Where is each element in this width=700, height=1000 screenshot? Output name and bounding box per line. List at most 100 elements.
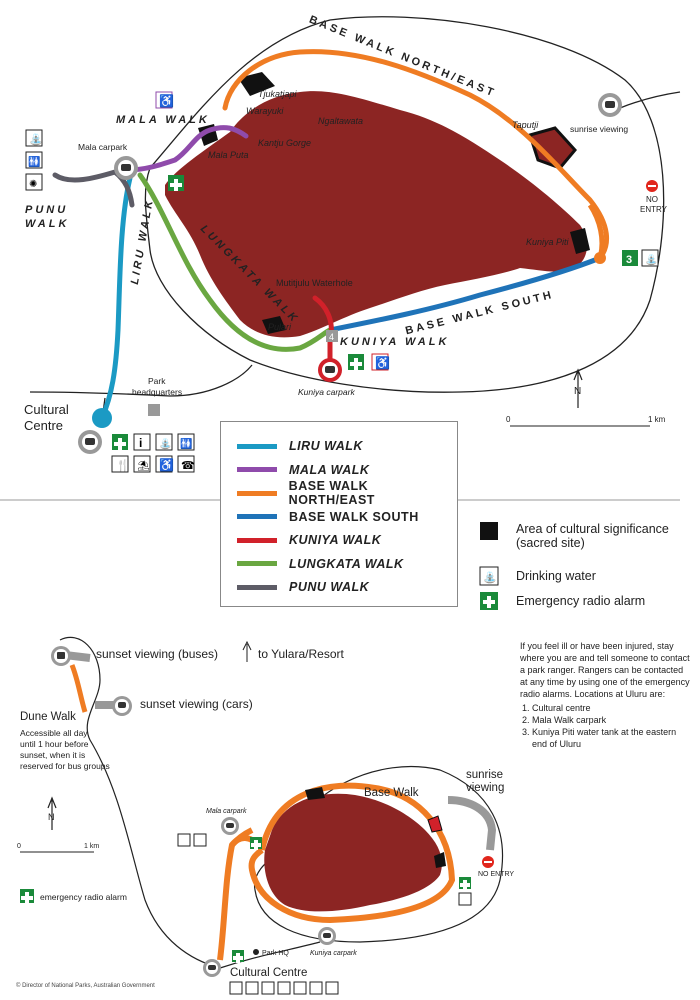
copyright: © Director of National Parks, Australian… [16,983,155,989]
legend-item: LUNGKATA WALK [237,554,404,574]
legend-label: LIRU WALK [289,439,363,453]
dune-walk-label: Dune Walk [20,711,76,723]
no-entry-icon [646,180,658,192]
car-icon [318,927,336,945]
sacred-site-3 [262,316,286,334]
sunrise-bottom-2: viewing [466,782,504,794]
emergency-info: If you feel ill or have been injured, st… [520,640,690,750]
drinking-water-icon [458,892,472,906]
kuniya-carpark-bottom: Kuniya carpark [310,950,357,957]
legend-item: LIRU WALK [237,436,363,456]
svg-text:⛲: ⛲ [483,571,497,584]
svg-text:🚻: 🚻 [28,155,40,168]
lungkata-walk-path [137,172,333,352]
svg-text:♿: ♿ [159,458,174,472]
park-hq-bottom: Park HQ [262,950,289,957]
park-hq-dot [253,949,259,955]
legend-swatch [237,490,277,496]
alarm-icon [232,950,244,963]
legend-label: BASE WALK NORTH/EAST [288,479,375,507]
svg-text:4: 4 [329,332,334,342]
scale-one: 1 km [648,415,666,424]
warayuki-label: Warayuki [246,106,284,116]
svg-text:♿: ♿ [159,94,174,108]
north-bottom-label: N [48,812,55,822]
svg-text:🍴: 🍴 [116,459,130,472]
park-hq-label-2: headquarters [132,387,182,397]
mala-walk-label: MALA WALK [116,114,210,126]
car-icon [318,358,342,382]
sacred-bottom-1 [305,787,325,800]
dune-walk-path [69,664,88,713]
sunrise-label: sunrise viewing [570,124,628,134]
svg-text:⛱: ⛱ [137,460,150,472]
alarm-icon [480,592,498,610]
marker-4-icon: 4 [326,330,338,342]
kuniya-walk-label: KUNIYA WALK [340,336,449,348]
uluru-rock [165,91,587,338]
svg-text:☎: ☎ [181,460,195,472]
mala-carpark-bottom: Mala carpark [206,808,247,815]
kuniya-carpark-label: Kuniya carpark [298,387,355,397]
scale-bottom-one: 1 km [84,843,99,850]
mala-walk-path [125,125,249,173]
svg-text:3: 3 [626,254,632,266]
north-arrow-icon [573,368,583,408]
sunrise-bottom-1: sunrise [466,769,503,781]
sacred-bottom-2 [427,815,443,833]
sunset-buses-label: sunset viewing (buses) [96,647,218,661]
alarm-locations: Cultural centre Mala Walk carpark Kuniya… [520,702,690,750]
toilets-icon: 🚻 [177,433,195,451]
mala-carpark-label: Mala carpark [78,142,128,152]
drinking-water-icon: ⛲ [479,566,499,586]
liru-walk-path [99,175,133,421]
liru-walk-label: LIRU WALK [129,197,156,286]
kuniya-piti-dot [594,252,606,264]
svg-text:♿: ♿ [375,356,390,370]
no-entry-bottom: NO ENTRY [478,871,514,878]
legend-label: MALA WALK [289,462,370,477]
sacred-site-swatch [480,522,498,540]
car-icon [203,959,221,977]
svg-text:i: i [139,436,142,450]
dune-note-2: until 1 hour before [20,739,89,749]
no-entry-icon [482,856,494,868]
svg-text:⛲: ⛲ [645,253,657,266]
svg-text:⛲: ⛲ [29,133,43,146]
legend-swatch [237,537,277,543]
dune-note-4: reserved for bus groups [20,761,110,771]
drinking-water-icon: ⛲ [641,249,659,267]
car-icon [598,93,622,117]
base-walk-south-path [327,255,603,333]
picnic-icon: ⛱ [133,455,151,473]
sacred-site-key: Area of cultural significance (sacred si… [516,522,669,550]
punu-walk-label-2: WALK [25,218,69,230]
ring-road [144,16,665,393]
punu-walk-label-1: PUNU [25,204,68,216]
sunrise-road [447,796,497,851]
north-label: N [574,386,581,397]
legend-swatch [237,514,277,519]
base-walk-bottom-label: Base Walk [364,787,419,799]
sacred-site-4 [570,228,590,254]
legend-item: BASE WALK SOUTH [237,507,419,527]
alarm-key: Emergency radio alarm [516,594,646,608]
mutitjulu-label: Mutitjulu Waterhole [276,278,353,288]
sacred-bottom-3 [434,852,446,868]
drinking-water-key: Drinking water [516,569,596,583]
shower-icon: ✺ [25,173,43,191]
alarm-icon [112,434,128,450]
taputji-label: Taputji [512,120,539,130]
dune-note-1: Accessible all day [20,728,88,738]
to-yulara-label: to Yulara/Resort [258,647,344,661]
scale-bottom-zero: 0 [17,843,21,850]
legend-label: LUNGKATA WALK [289,556,404,571]
phone-icon: ☎ [177,455,195,473]
toilets-icon: 🚻 [25,151,43,169]
drinking-water-icon [177,833,191,847]
no-entry-label-2: ENTRY [640,205,668,214]
restaurant-icon: 🍴 [111,455,130,473]
road-east [619,91,681,109]
